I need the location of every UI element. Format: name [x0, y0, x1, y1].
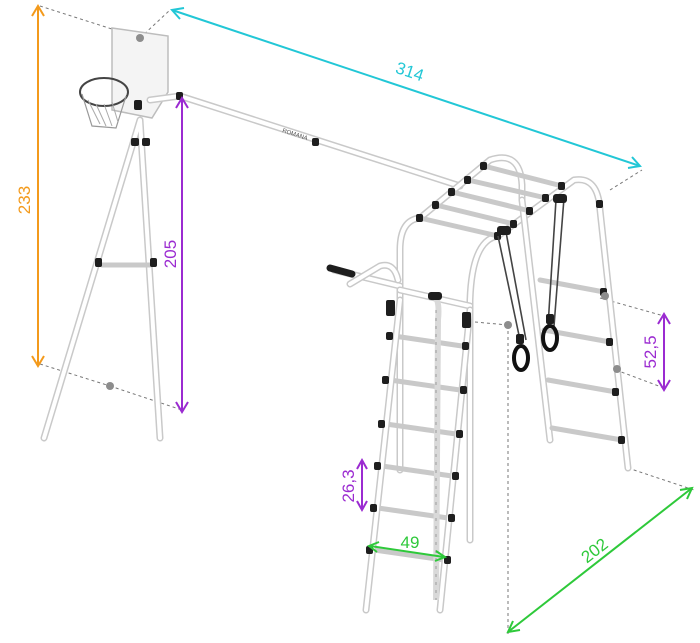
- leader-lines: [39, 5, 695, 634]
- dimension-total-height: 233: [15, 4, 45, 368]
- reference-points: [106, 34, 621, 390]
- dimension-ladder-width: 49: [366, 533, 448, 562]
- dimension-bar-height: 205: [161, 96, 189, 414]
- left-a-frame: [40, 116, 164, 442]
- rung-step-label: 26,3: [339, 469, 358, 502]
- depth-label: 202: [578, 534, 612, 566]
- top-beam: ROMANA: [146, 92, 464, 190]
- dimension-total-width: 314: [170, 7, 642, 169]
- ladder: [362, 296, 474, 614]
- dimension-ring-height: 52,5: [641, 312, 671, 392]
- dimension-depth: 202: [506, 486, 694, 634]
- ladder-width-label: 49: [401, 533, 420, 552]
- bar-height-label: 205: [161, 240, 180, 268]
- dimension-rung-step: 26,3: [339, 457, 368, 513]
- basketball-hoop: [79, 27, 169, 129]
- total-height-label: 233: [15, 186, 34, 214]
- total-width-label: 314: [393, 58, 426, 85]
- gymnastic-rings: [497, 194, 567, 372]
- ring-height-label: 52,5: [641, 335, 660, 368]
